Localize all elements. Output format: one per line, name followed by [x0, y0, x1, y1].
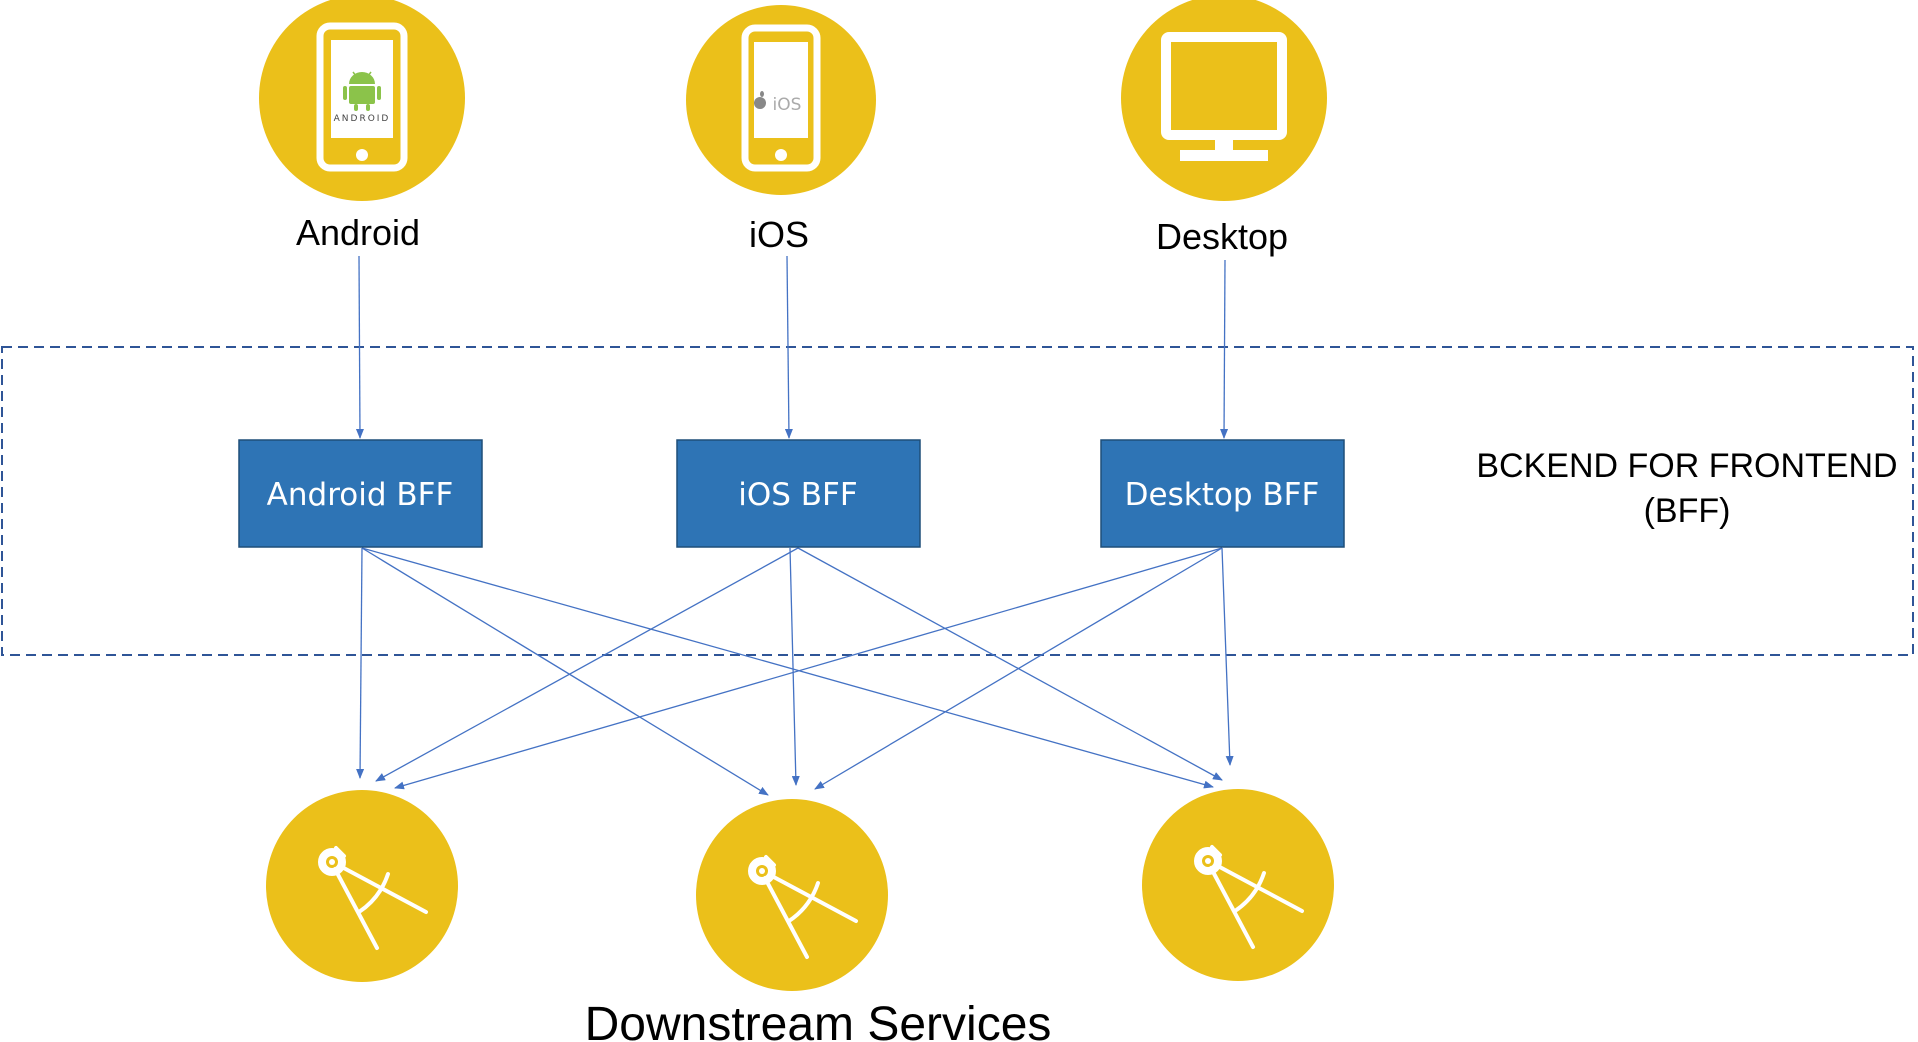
client-label-android: Android	[296, 212, 420, 253]
client-label-desktop: Desktop	[1156, 216, 1288, 257]
connector-android-bff-to-service-3	[361, 547, 1214, 789]
service-1	[266, 790, 458, 982]
apple-logo-icon	[754, 91, 766, 109]
bff-box-ios: iOS BFF	[676, 439, 921, 548]
service-connectors	[356, 547, 1234, 796]
compass-icon	[318, 846, 428, 950]
connector-desktop-bff-to-service-3	[1221, 547, 1234, 766]
connector-ios-bff-to-service-1	[375, 547, 799, 782]
ios-phone-icon: iOS	[741, 24, 821, 172]
bff-box-android: Android BFF	[238, 439, 483, 548]
desktop-client-circle	[1121, 0, 1327, 201]
service-2-circle	[696, 799, 888, 991]
client-android: ANDROID Android	[259, 0, 465, 253]
connector-ios-to-bff	[784, 255, 793, 439]
downstream-services-title: Downstream Services	[585, 998, 1052, 1042]
connector-ios-bff-to-service-3	[797, 547, 1223, 781]
client-label-ios: iOS	[749, 214, 809, 255]
service-3	[1142, 789, 1334, 981]
bff-box-desktop: Desktop BFF	[1100, 439, 1345, 548]
android-screen-logo: ANDROID	[334, 114, 391, 124]
bff-layer-title-line1: BCKEND FOR FRONTEND	[1476, 447, 1897, 485]
connector-desktop-bff-to-service-1	[394, 547, 1223, 790]
bff-box-android-label: Android BFF	[267, 477, 454, 513]
desktop-monitor-icon	[1161, 32, 1287, 161]
ios-screen-logo: iOS	[773, 95, 802, 115]
connector-ios-bff-to-service-2	[789, 547, 800, 786]
connector-desktop-bff-to-service-2	[814, 547, 1223, 790]
android-robot-icon	[343, 71, 381, 111]
service-3-circle	[1142, 789, 1334, 981]
bff-layer-title-line2: (BFF)	[1644, 492, 1731, 530]
client-ios: iOS iOS	[686, 5, 876, 255]
connector-desktop-to-bff	[1220, 259, 1229, 439]
service-2	[696, 799, 888, 991]
service-1-circle	[266, 790, 458, 982]
connector-android-bff-to-service-2	[361, 547, 769, 796]
connector-android-to-bff	[355, 255, 364, 439]
client-connectors	[355, 255, 1229, 439]
compass-icon	[748, 855, 858, 959]
bff-layer-region	[1, 346, 1914, 656]
bff-box-ios-label: iOS BFF	[738, 477, 857, 513]
connector-android-bff-to-service-1	[356, 547, 365, 779]
android-phone-icon: ANDROID	[316, 22, 408, 172]
bff-box-desktop-label: Desktop BFF	[1125, 477, 1320, 513]
compass-icon	[1194, 845, 1304, 949]
client-desktop: Desktop	[1121, 0, 1327, 257]
